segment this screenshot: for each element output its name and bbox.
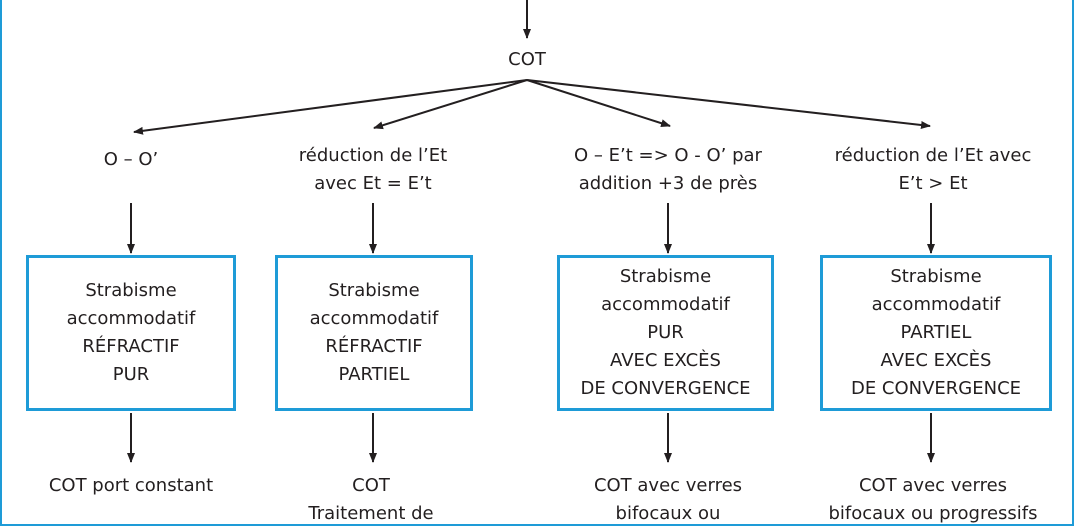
condition-line: O – E’t => O - O’ par <box>574 145 762 166</box>
diagnosis-line: PARTIEL <box>338 364 410 385</box>
diagnosis-line: accommodatif <box>871 294 1001 315</box>
treatment-line: Traitement de <box>308 503 434 524</box>
connector-arrows <box>127 0 935 463</box>
diagnosis-line: AVEC EXCÈS <box>880 350 992 371</box>
diagnosis-line: accommodatif <box>66 308 196 329</box>
branch-1-diagnosis-box: Strabisme accommodatif RÉFRACTIF PUR <box>26 255 236 411</box>
condition-line: réduction de l’Et <box>298 145 448 166</box>
condition-line: avec Et = E’t <box>314 173 432 194</box>
branch-1-treatment: COT port constant <box>11 472 251 500</box>
diagnosis-line: Strabisme <box>890 266 982 287</box>
arrow-root-to-branch-1 <box>133 79 528 135</box>
arrow-root-to-branch-3 <box>526 79 671 128</box>
condition-line: O – O’ <box>103 149 159 170</box>
treatment-line: bifocaux ou <box>615 503 721 524</box>
diagnosis-line: AVEC EXCÈS <box>610 350 721 371</box>
diagnosis-line: PARTIEL <box>900 322 972 343</box>
diagnosis-line: PUR <box>647 322 684 343</box>
branch-4-condition: réduction de l’Et avec E’t > Et <box>808 142 1058 198</box>
root-label-text: COT <box>508 49 546 70</box>
diagnosis-line: Strabisme <box>619 266 712 287</box>
diagnosis-line: RÉFRACTIF <box>82 336 180 357</box>
diagnosis-line: accommodatif <box>601 294 730 315</box>
diagnosis-line: Strabisme <box>328 280 420 301</box>
condition-line: addition +3 de près <box>578 173 758 194</box>
treatment-line: bifocaux ou progressifs <box>828 503 1038 524</box>
arrow-root-to-branch-4 <box>526 79 931 129</box>
branch-2-diagnosis-box: Strabisme accommodatif RÉFRACTIF PARTIEL <box>275 255 473 411</box>
branch-4-diagnosis-box: Strabisme accommodatif PARTIEL AVEC EXCÈ… <box>820 255 1052 411</box>
root-node-label: COT <box>477 46 577 74</box>
branch-2-treatment: COT Traitement de <box>271 472 471 528</box>
condition-line: E’t > Et <box>898 173 968 194</box>
branch-3-condition: O – E’t => O - O’ par addition +3 de prè… <box>548 142 788 198</box>
diagnosis-line: DE CONVERGENCE <box>580 378 751 399</box>
treatment-line: COT avec verres <box>593 475 743 496</box>
branch-1-condition: O – O’ <box>31 146 231 174</box>
branch-4-treatment: COT avec verres bifocaux ou progressifs <box>808 472 1058 528</box>
treatment-line: COT port constant <box>48 475 214 496</box>
branch-2-condition: réduction de l’Et avec Et = E’t <box>263 142 483 198</box>
condition-line: réduction de l’Et avec <box>834 145 1032 166</box>
treatment-line: COT avec verres <box>858 475 1008 496</box>
branch-3-diagnosis-box: Strabisme accommodatif PUR AVEC EXCÈS DE… <box>557 255 774 411</box>
diagnosis-line: Strabisme <box>85 280 177 301</box>
treatment-line: COT <box>352 475 390 496</box>
diagnosis-line: RÉFRACTIF <box>325 336 423 357</box>
diagnosis-line: accommodatif <box>309 308 439 329</box>
branch-3-treatment: COT avec verres bifocaux ou <box>558 472 778 528</box>
diagnosis-line: DE CONVERGENCE <box>850 378 1022 399</box>
arrow-root-to-branch-2 <box>373 79 528 130</box>
diagnosis-line: PUR <box>112 364 150 385</box>
